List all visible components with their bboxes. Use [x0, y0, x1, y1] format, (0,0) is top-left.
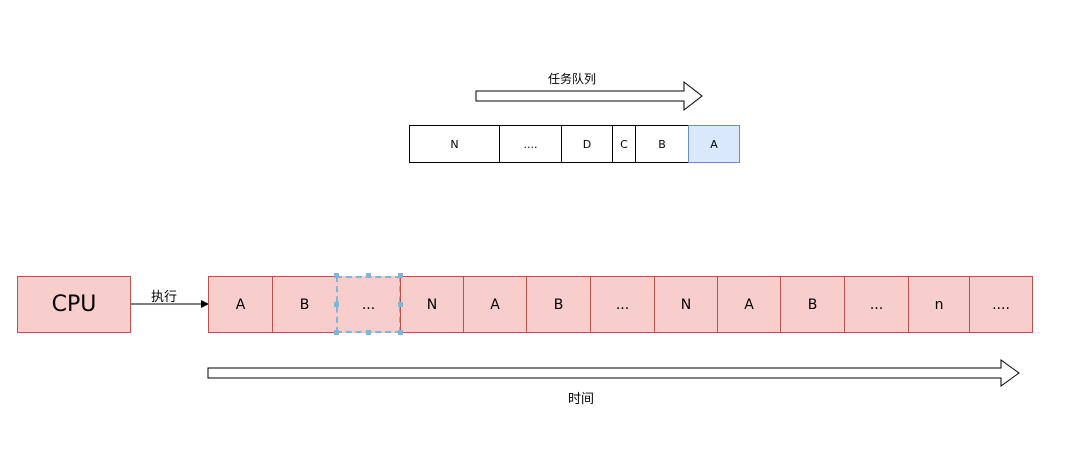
execute-arrow-head [201, 300, 209, 308]
queue-cell-d: D [561, 125, 613, 163]
time-label: 时间 [568, 392, 595, 407]
timeline-cell: ... [590, 276, 655, 333]
time-direction-arrow [207, 359, 1020, 387]
timeline-cell: B [780, 276, 845, 333]
queue-cell-ellipsis: .... [499, 125, 562, 163]
queue-cell-c: C [612, 125, 636, 163]
queue-cell-b: B [635, 125, 689, 163]
queue-direction-arrow [475, 80, 703, 112]
queue-cell-n: N [409, 125, 500, 163]
queue-label: 任务队列 [548, 72, 597, 86]
timeline-cell: .... [969, 276, 1033, 333]
execute-label: 执行 [151, 290, 178, 305]
timeline-cell: ... [844, 276, 909, 333]
timeline-cell: A [208, 276, 273, 333]
queue-cell-a: A [688, 125, 740, 163]
timeline-cell: B [526, 276, 591, 333]
timeline-cell: B [272, 276, 337, 333]
cpu-box: CPU [17, 276, 131, 333]
timeline-cell: A [717, 276, 781, 333]
timeline-cell: n [908, 276, 970, 333]
